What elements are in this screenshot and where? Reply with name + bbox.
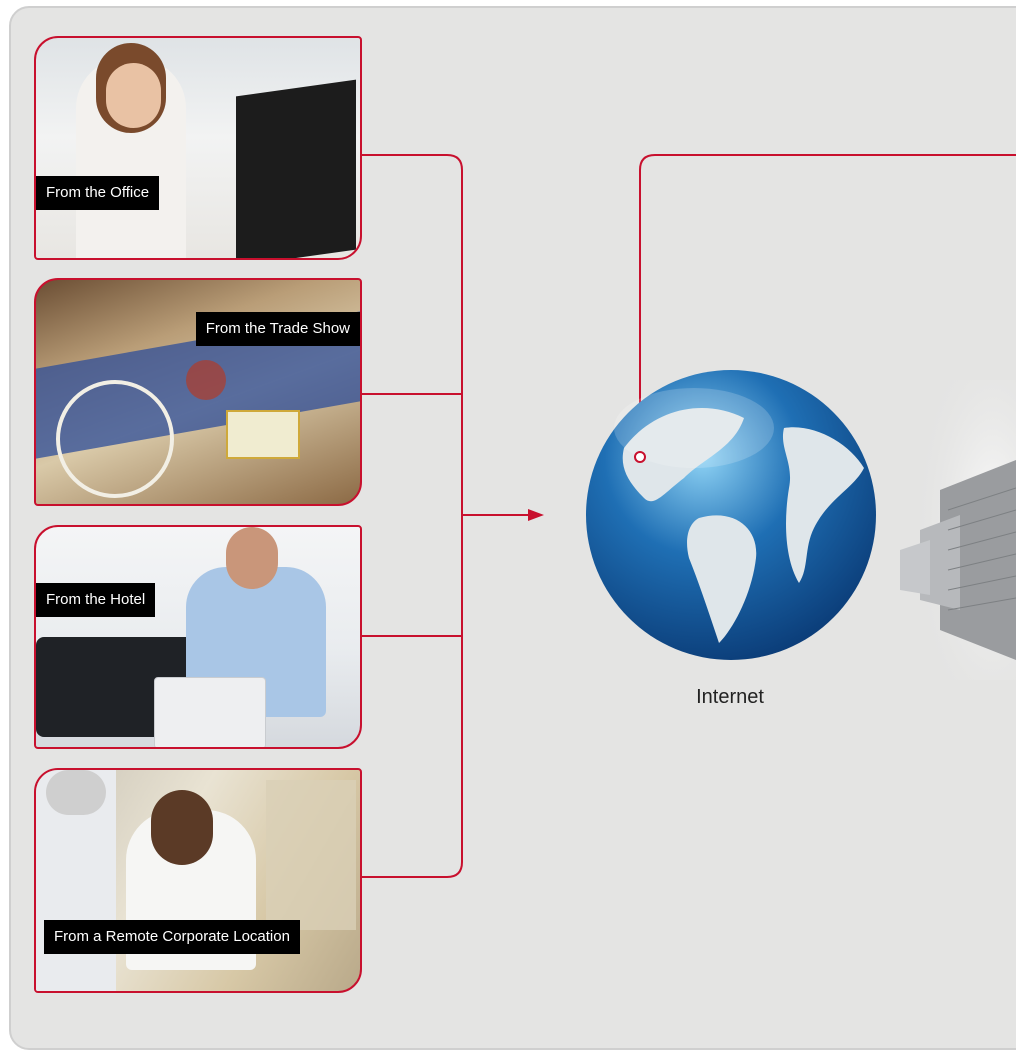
photo-office: From the Office xyxy=(34,36,362,260)
photo-trade-show: From the Trade Show xyxy=(34,278,362,506)
source-label-remote: From a Remote Corporate Location xyxy=(44,920,300,954)
connector-office xyxy=(358,154,463,878)
connector-lines xyxy=(358,154,1016,878)
photo-remote-location: From a Remote Corporate Location xyxy=(34,768,362,993)
source-label-trade-show: From the Trade Show xyxy=(195,312,360,346)
datacenter-icon xyxy=(900,380,1016,680)
photo-hotel: From the Hotel xyxy=(34,525,362,749)
internet-label: Internet xyxy=(696,686,764,708)
globe-icon xyxy=(586,370,876,660)
source-label-hotel: From the Hotel xyxy=(36,583,156,617)
arrow-right-icon xyxy=(528,509,544,521)
connector-internet-datacenter xyxy=(639,154,1016,457)
source-label-office: From the Office xyxy=(36,176,160,210)
